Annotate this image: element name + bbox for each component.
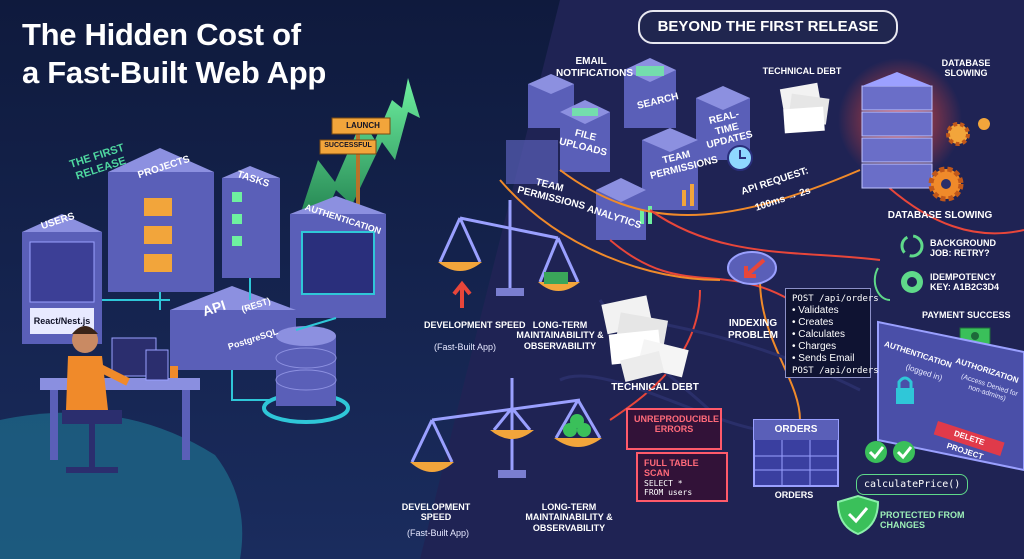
idempotency-key-label: IDEMPOTENCY KEY: A1B2C3D4	[930, 272, 1000, 293]
code-footer: POST /api/orders	[792, 366, 879, 376]
orders-table-header: ORDERS	[774, 424, 818, 435]
gear-icon	[928, 118, 990, 202]
unreproducible-errors-text: UNREPRODUCIBLE ERRORS	[634, 414, 720, 435]
developer-at-desk	[40, 326, 200, 473]
file-uploads-module	[560, 100, 610, 172]
users-server	[22, 214, 102, 344]
code-step: • Calculates	[792, 329, 845, 340]
realtime-module	[696, 86, 753, 171]
email-notifications-label: EMAIL NOTIFICATIONS	[556, 56, 634, 79]
technical-debt-bottom-label: TECHNICAL DEBT	[611, 382, 699, 393]
database-slowing-bottom-label: DATABASE SLOWING	[887, 210, 993, 221]
projects-server	[108, 148, 214, 292]
retry-icon	[900, 234, 924, 258]
left-connections	[102, 278, 337, 401]
code-step: • Charges	[792, 341, 837, 352]
full-table-scan-box: FULL TABLE SCAN SELECT * FROM users	[636, 452, 728, 502]
bottom-maintainability-label: LONG-TERM MAINTAINABILITY & OBSERVABILIT…	[525, 502, 613, 533]
calculate-price-pill: calculatePrice()	[856, 474, 969, 495]
idempotency-key-icon	[873, 267, 923, 301]
tasks-server	[222, 166, 280, 278]
analytics-module	[596, 178, 652, 240]
technical-debt-papers-bottom	[601, 295, 689, 382]
code-step: • Validates	[792, 305, 839, 316]
background-job-label: BACKGROUND JOB: RETRY?	[930, 238, 996, 259]
authentication-server	[290, 196, 386, 318]
check-circle-icon	[865, 441, 915, 463]
page-title: The Hidden Cost of a Fast-Built Web App	[22, 16, 326, 92]
beyond-first-release-banner: BEYOND THE FIRST RELEASE	[638, 10, 898, 44]
indexing-problem-label: INDEXING PROBLEM	[728, 318, 778, 341]
full-table-scan-text: FULL TABLE SCAN	[644, 458, 699, 479]
indexing-warning-icon	[727, 251, 777, 285]
react-nest-label: React/Nest.js	[33, 316, 91, 326]
signpost	[319, 117, 391, 205]
protected-from-changes-label: PROTECTED FROM CHANGES	[880, 510, 965, 531]
technical-debt-top-label: TECHNICAL DEBT	[762, 66, 842, 76]
payment-success-label: PAYMENT SUCCESS	[922, 310, 1011, 320]
balance-scale-top-pans	[438, 262, 580, 308]
bottom-dev-speed-sub: (Fast-Built App)	[406, 528, 470, 538]
unreproducible-errors-box: UNREPRODUCIBLE ERRORS	[626, 408, 722, 450]
shield-check-icon	[836, 494, 880, 536]
banner-text: BEYOND THE FIRST RELEASE	[657, 18, 879, 35]
title-line-2: a Fast-Built Web App	[22, 54, 327, 90]
launch-sign-label: LAUNCH	[346, 121, 380, 130]
api-server	[170, 286, 296, 370]
balance-scale-top	[438, 200, 580, 290]
code-step: • Sends Email	[792, 353, 855, 364]
orders-table	[753, 419, 839, 487]
code-step: • Creates	[792, 317, 834, 328]
title-line-1: The Hidden Cost of	[22, 17, 301, 52]
desk-floor-glow	[0, 412, 243, 559]
code-header: POST /api/orders	[792, 294, 879, 304]
top-maintainability-label: LONG-TERM MAINTAINABILITY & OBSERVABILIT…	[516, 320, 604, 351]
postgres-database	[262, 326, 350, 424]
sql-from: FROM users	[644, 487, 693, 497]
orders-endpoint-code: POST /api/orders • Validates • Creates •…	[785, 288, 879, 378]
search-module	[624, 58, 676, 128]
authentication-panel	[877, 320, 1024, 472]
database-slowing-top-label: DATABASE SLOWING	[941, 58, 991, 79]
orders-caption: ORDERS	[774, 490, 814, 500]
top-dev-speed-sub: (Fast-Built App)	[433, 342, 497, 352]
team-permissions-stack	[506, 140, 558, 184]
balance-scale-bottom-pans	[410, 414, 602, 478]
balance-scale-bottom	[410, 378, 602, 470]
left-background	[0, 0, 560, 559]
database-slowing-server	[838, 58, 962, 189]
team-permissions-module	[642, 128, 698, 210]
top-dev-speed-label: DEVELOPMENT SPEED	[424, 320, 526, 330]
successful-sign-label: SUCCESSFUL	[324, 142, 372, 149]
sql-select: SELECT *	[644, 478, 683, 488]
bottom-dev-speed-label: DEVELOPMENT SPEED	[401, 502, 471, 523]
technical-debt-papers-top	[779, 82, 830, 134]
